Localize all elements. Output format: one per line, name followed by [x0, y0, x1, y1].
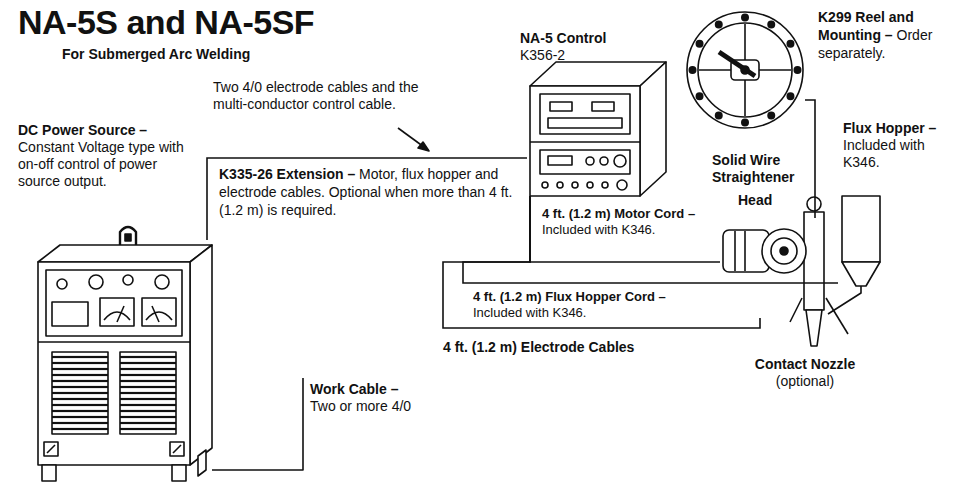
callout-label: For Submerged Arc Welding: [62, 46, 322, 63]
reel-hole: [716, 112, 722, 118]
node-body: Constant Voltage type with on-off contro…: [18, 139, 198, 190]
callout-label: Two or more 4/0: [310, 398, 460, 415]
label-group: Work Cable –Two or more 4/0: [310, 381, 460, 415]
cable-connector: [443, 196, 760, 328]
reel-drawing: [687, 12, 803, 128]
reel-rim: [687, 12, 803, 128]
control-box: NA-5 ControlK356-2: [527, 62, 668, 196]
reel-hole: [742, 14, 748, 20]
node-body: Included with K346.: [843, 137, 943, 171]
node-heading: Head: [738, 192, 798, 209]
label-group: 4 ft. (1.2 m) Motor Cord –Included with …: [542, 206, 718, 238]
reel-hole: [689, 67, 695, 73]
reel-hole: [696, 93, 702, 99]
work-cable-line: [212, 378, 303, 470]
welding-head-drawing: [723, 197, 848, 346]
reel-hole: [768, 112, 774, 118]
callout-label: 4 ft. (1.2 m) Motor Cord –: [542, 206, 718, 222]
node-heading: NA-5 Control: [520, 30, 650, 47]
reel-outline: [685, 10, 805, 130]
callout-label: Two 4/0 electrode cables and the multi-c…: [213, 79, 441, 113]
reel-hole: [794, 67, 800, 73]
callout-label: (optional): [740, 373, 870, 390]
label-group: Two 4/0 electrode cables and the multi-c…: [213, 79, 441, 113]
flux-hopper: Flux Hopper –Included with K346.: [838, 192, 884, 292]
reel-hole: [742, 119, 748, 125]
callout-label: K335-26 Extension –: [219, 166, 355, 182]
cable-connector: [530, 196, 720, 262]
callout-label: Solid Wire Straightener: [712, 152, 804, 186]
callout-label: Included with K346.: [473, 305, 713, 321]
node-body: K356-2: [520, 47, 650, 64]
cable-connector: [207, 158, 527, 240]
power-source: DC Power Source –Constant Voltage type w…: [22, 240, 218, 487]
diagram-title: NA-5S and NA-5SF: [18, 2, 314, 42]
label-group: 4 ft. (1.2 m) Electrode Cables: [443, 339, 703, 356]
node-text-wrap: K299 Reel and Mounting –Order separately…: [818, 8, 943, 62]
reel-hole: [768, 21, 774, 27]
reel-hole: [696, 41, 702, 47]
cable-connector: [805, 100, 815, 218]
label-group: 4 ft. (1.2 m) Flux Hopper Cord –Included…: [473, 289, 713, 321]
callout-label: 4 ft. (1.2 m) Electrode Cables: [443, 339, 703, 356]
node-text-wrap: DC Power Source –Constant Voltage type w…: [18, 122, 198, 190]
callout-label: 4 ft. (1.2 m) Flux Hopper Cord –: [473, 289, 713, 305]
reel-handle: [719, 52, 755, 76]
node-text-wrap: NA-5 ControlK356-2: [520, 30, 650, 64]
label-group: Solid Wire Straightener: [712, 152, 804, 186]
label-group: Contact Nozzle(optional): [740, 356, 870, 390]
leader-line: [398, 128, 424, 147]
label-group: For Submerged Arc Welding: [62, 46, 322, 63]
reel-hole: [787, 41, 793, 47]
reel-ring: [698, 23, 792, 117]
wire-reel: K299 Reel and Mounting –Order separately…: [685, 10, 805, 130]
reel-hole: [716, 21, 722, 27]
power-source-drawing: [38, 227, 212, 481]
flux-hopper-drawing: [828, 196, 880, 314]
reel-axle: [741, 66, 749, 74]
callout-label: Included with K346.: [542, 222, 718, 238]
node-text-wrap: Flux Hopper –Included with K346.: [843, 120, 943, 171]
cable-connector: [463, 196, 838, 283]
callout-label: Work Cable –: [310, 381, 460, 398]
node-text-wrap: Head: [738, 192, 798, 209]
node-heading: DC Power Source –: [18, 122, 198, 139]
welding-head: Head: [720, 218, 835, 318]
control-box-drawing: [530, 62, 666, 196]
node-heading: Flux Hopper –: [843, 120, 943, 137]
leader-arrowhead: [418, 142, 429, 151]
reel-hole: [787, 93, 793, 99]
callout-label: Contact Nozzle: [740, 356, 870, 373]
label-group: K335-26 Extension –Motor, flux hopper an…: [219, 165, 513, 219]
